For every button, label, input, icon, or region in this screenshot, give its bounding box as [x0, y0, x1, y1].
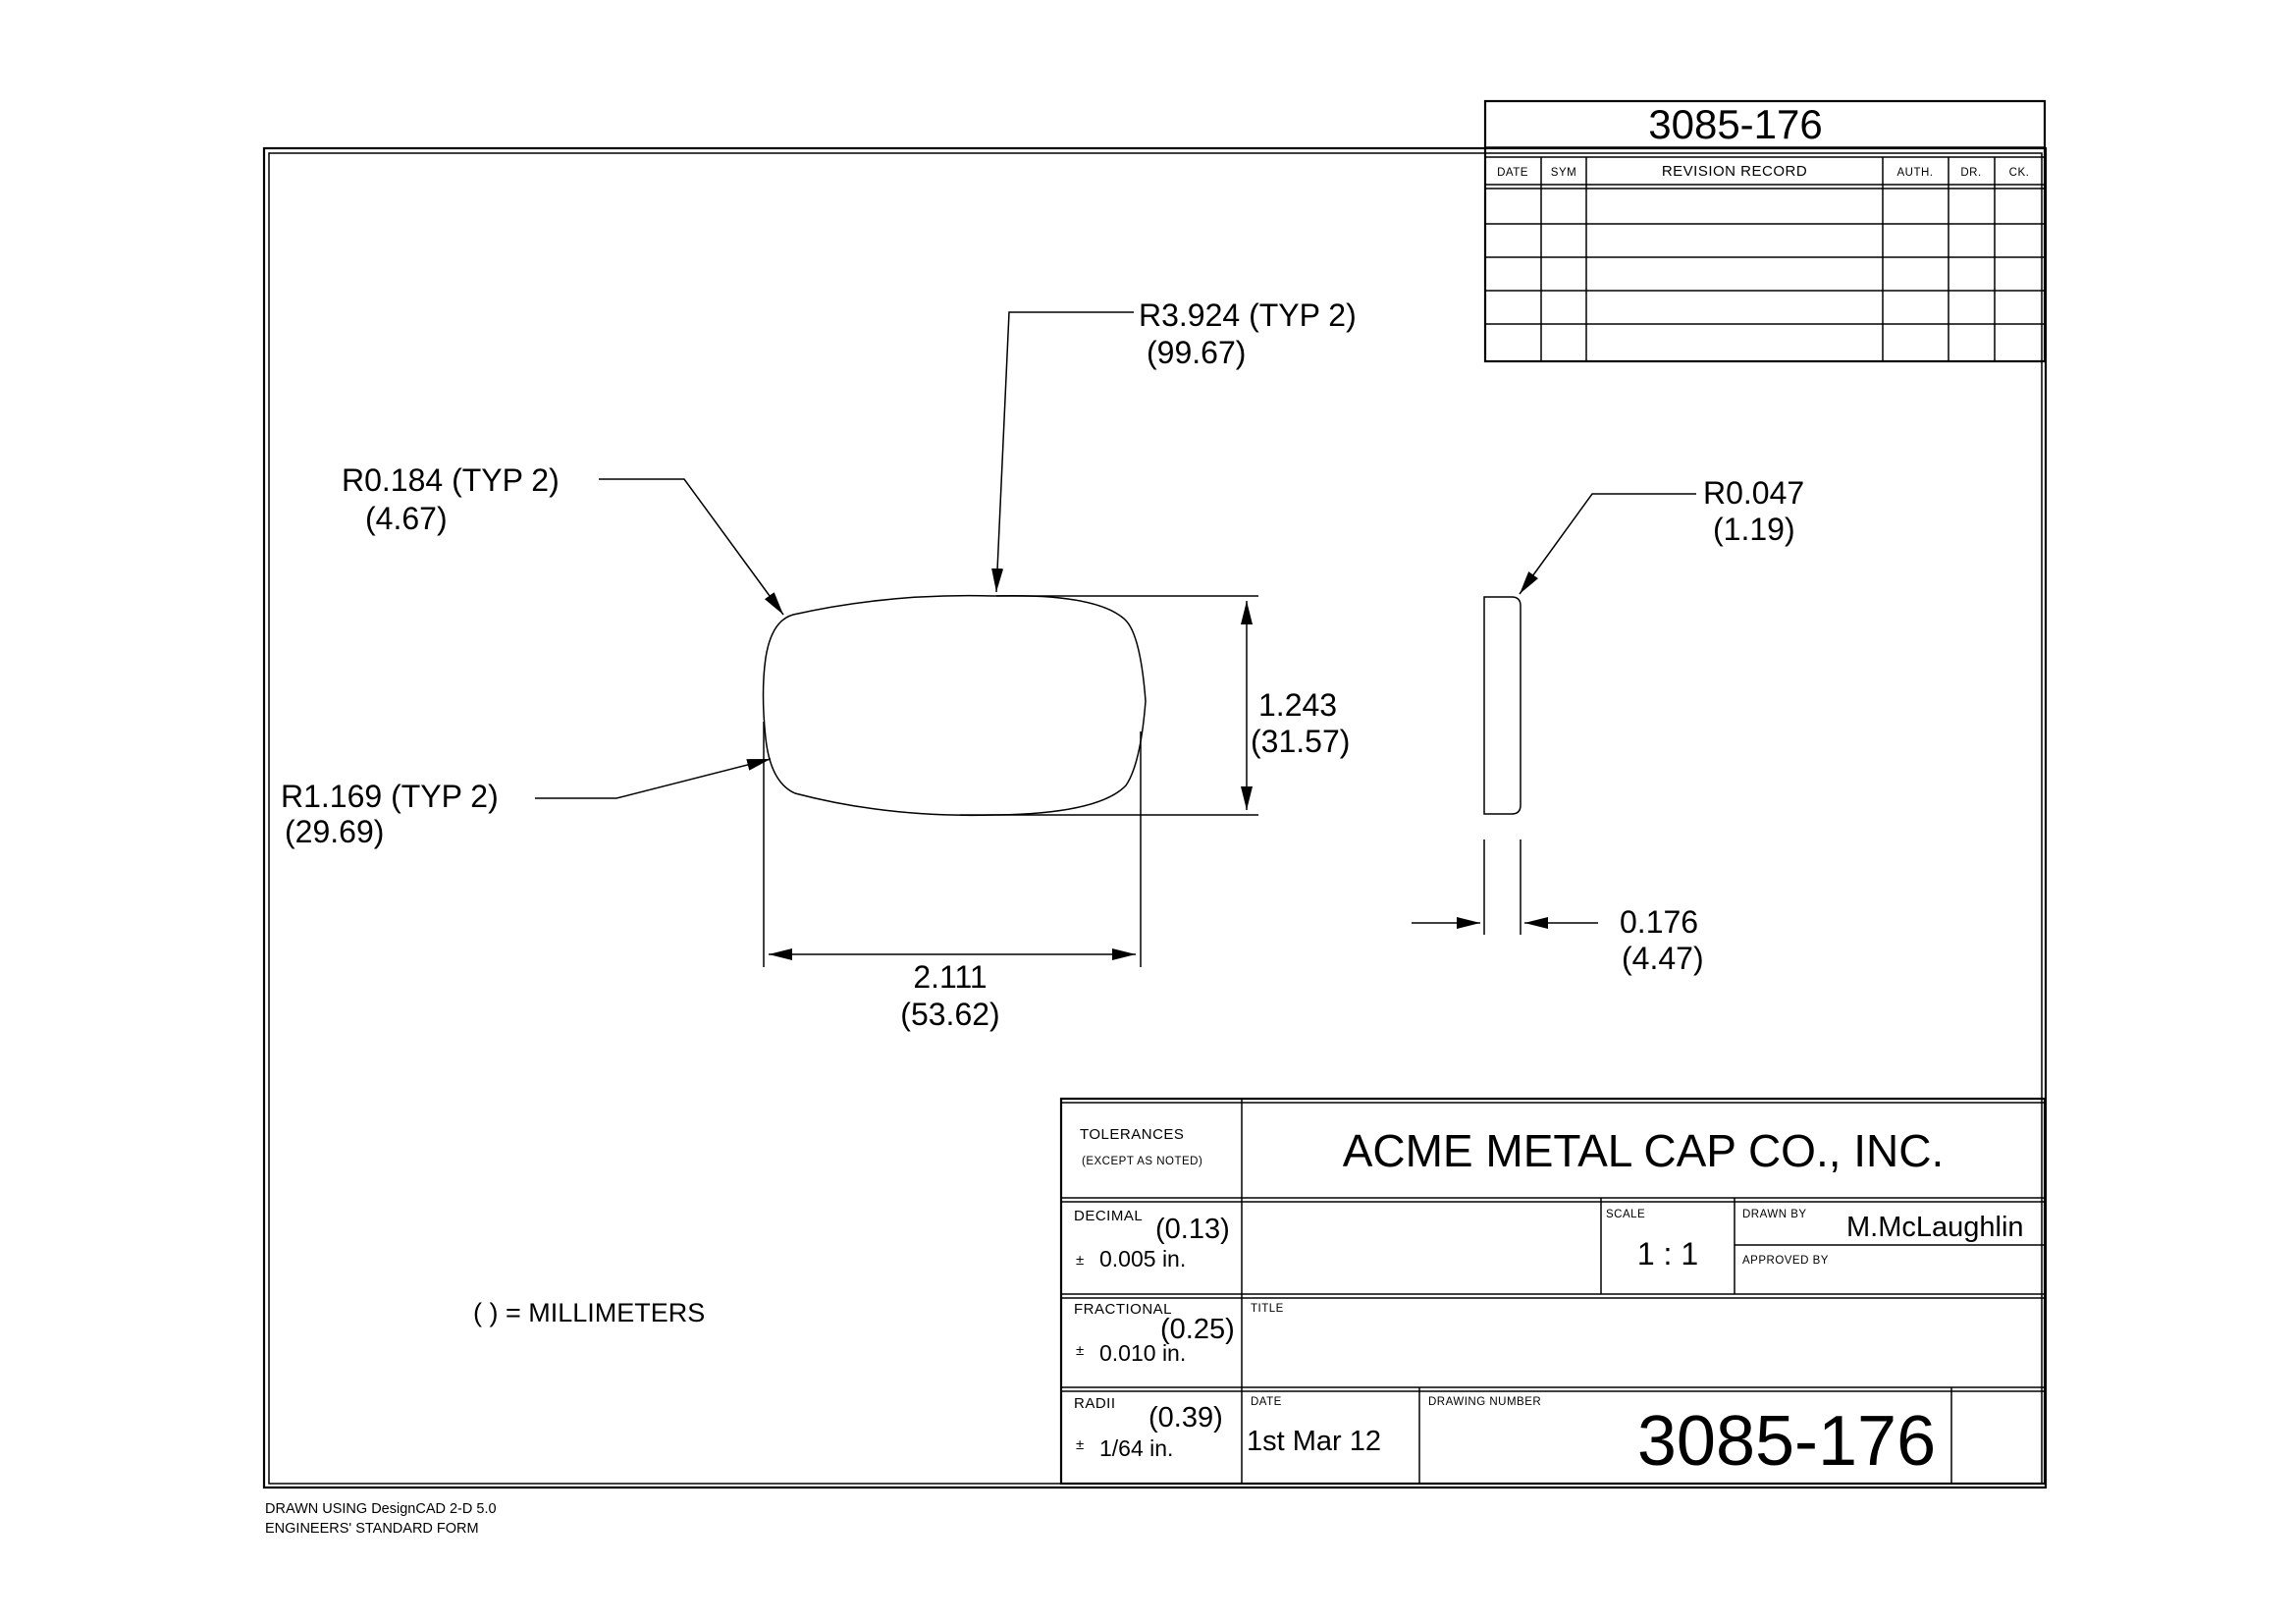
edge-radius-mm: (1.19): [1713, 512, 1795, 547]
date-label: DATE: [1251, 1396, 1282, 1408]
cap-side-profile: [1483, 596, 1522, 815]
radii-plus-minus: ±: [1076, 1436, 1084, 1453]
drawing-number-label: DRAWING NUMBER: [1428, 1396, 1541, 1408]
radii-tolerance: 1/64 in.: [1099, 1435, 1173, 1461]
revision-block: 3085-176 DATE SYM REVISION RECORD AUTH. …: [1483, 99, 2047, 363]
front-view: [535, 311, 1258, 967]
units-note: ( ) = MILLIMETERS: [473, 1298, 705, 1327]
decimal-label: DECIMAL: [1074, 1208, 1143, 1224]
fractional-plus-minus: ±: [1076, 1342, 1084, 1359]
drawing-number: 3085-176: [1637, 1402, 1936, 1481]
revision-number: 3085-176: [1648, 101, 1823, 147]
except-note: (EXCEPT AS NOTED): [1082, 1156, 1202, 1167]
radii-mm: (0.39): [1148, 1402, 1223, 1434]
outer-radius-inch: R3.924 (TYP 2): [1139, 298, 1357, 333]
dimension-labels: R3.924 (TYP 2) (99.67) R0.184 (TYP 2) (4…: [281, 298, 1804, 1327]
revision-header-date: DATE: [1497, 167, 1528, 179]
approved-by-label: APPROVED BY: [1742, 1255, 1829, 1267]
outer-radius-mm: (99.67): [1147, 335, 1246, 370]
height-mm: (31.57): [1251, 724, 1350, 759]
revision-header-dr: DR.: [1960, 167, 1981, 179]
drawn-by-label: DRAWN BY: [1742, 1209, 1807, 1220]
decimal-mm: (0.13): [1155, 1214, 1230, 1245]
fractional-mm: (0.25): [1160, 1314, 1235, 1345]
side-view: [1412, 493, 1696, 935]
width-inch: 2.111: [913, 959, 987, 995]
cap-outline: [762, 594, 1147, 817]
side-radius-inch: R1.169 (TYP 2): [281, 779, 499, 814]
corner-radius-mm: (4.67): [365, 501, 448, 536]
scale-label: SCALE: [1606, 1209, 1645, 1220]
tolerances-label: TOLERANCES: [1080, 1126, 1184, 1143]
date-value: 1st Mar 12: [1247, 1426, 1381, 1457]
title-label: TITLE: [1251, 1303, 1284, 1315]
footer-line-2: ENGINEERS' STANDARD FORM: [265, 1521, 479, 1537]
decimal-tolerance: 0.005 in.: [1099, 1246, 1186, 1271]
fractional-label: FRACTIONAL: [1074, 1301, 1172, 1318]
footer-note: DRAWN USING DesignCAD 2-D 5.0 ENGINEERS'…: [265, 1501, 497, 1537]
revision-header-record: REVISION RECORD: [1662, 163, 1807, 180]
revision-header-ck: CK.: [2009, 167, 2030, 179]
fractional-tolerance: 0.010 in.: [1099, 1340, 1186, 1366]
edge-radius-inch: R0.047: [1703, 475, 1804, 511]
scale-value: 1 : 1: [1637, 1236, 1698, 1271]
corner-radius-inch: R0.184 (TYP 2): [342, 462, 560, 498]
side-radius-mm: (29.69): [285, 814, 384, 849]
title-block: TOLERANCES (EXCEPT AS NOTED) ACME METAL …: [1059, 1097, 2047, 1486]
width-mm: (53.62): [900, 997, 999, 1032]
drawn-by-name: M.McLaughlin: [1846, 1212, 2024, 1243]
thickness-mm: (4.47): [1622, 941, 1704, 976]
footer-line-1: DRAWN USING DesignCAD 2-D 5.0: [265, 1501, 497, 1517]
decimal-plus-minus: ±: [1076, 1252, 1084, 1269]
revision-header-auth: AUTH.: [1897, 167, 1934, 179]
height-inch: 1.243: [1258, 687, 1337, 723]
revision-header-sym: SYM: [1551, 167, 1576, 179]
thickness-inch: 0.176: [1620, 904, 1698, 940]
radii-label: RADII: [1074, 1395, 1116, 1412]
company-name: ACME METAL CAP CO., INC.: [1343, 1125, 1945, 1176]
